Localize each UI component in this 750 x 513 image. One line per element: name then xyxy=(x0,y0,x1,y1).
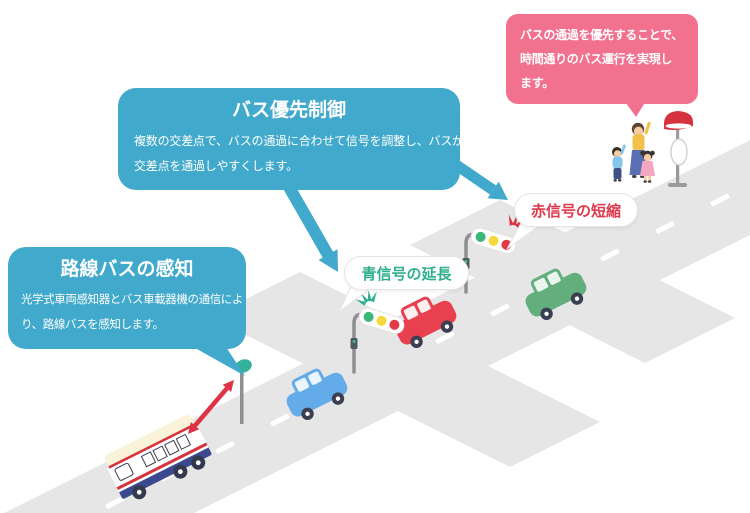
passenger-car-green xyxy=(525,268,587,321)
detection-link-arrow xyxy=(188,380,234,434)
bus-priority-control-title: バス優先制御 xyxy=(231,100,346,121)
result-line-3: ます。 xyxy=(520,76,554,90)
bus-stop-sign xyxy=(663,111,693,187)
result-line-1: バスの通過を優先することで、 xyxy=(520,28,683,42)
lane-dash xyxy=(270,413,290,427)
result-callout: バスの通過を優先することで、 時間通りのバス運行を実現し ます。 xyxy=(506,14,698,104)
red-signal-shortening-label: 赤信号の短縮 xyxy=(514,193,638,227)
child-passenger-blue xyxy=(612,144,626,182)
traffic-light-green-extended xyxy=(350,290,405,374)
lane-dash xyxy=(215,441,235,454)
bus-detection-title: 路線バスの感知 xyxy=(60,259,194,280)
bus-priority-line-1: 複数の交差点で、バスの通過に合わせて信号を調整し、バスが xyxy=(134,134,464,148)
bus-priority-line-2: 交差点を通過しやすくします。 xyxy=(134,159,298,173)
green-light-rays-icon xyxy=(355,290,377,306)
child-passenger-pink xyxy=(640,150,655,183)
lane-dash xyxy=(435,331,455,344)
waiting-passengers xyxy=(612,121,655,183)
cross-road-1 xyxy=(210,272,600,467)
bus-detection-line-1: 光学式車両感知器とバス車載器機の通信によ xyxy=(21,294,243,306)
lane-dash xyxy=(105,496,125,509)
bus-priority-control-callout: バス優先制御 複数の交差点で、バスの通過に合わせて信号を調整し、バスが 交差点を… xyxy=(118,88,464,190)
lane-dash xyxy=(600,248,620,262)
route-bus xyxy=(104,414,212,500)
bus-detection-line-2: り、路線バスを感知します。 xyxy=(21,319,164,331)
passenger-car-blue xyxy=(286,368,348,421)
lane-dash xyxy=(655,221,675,234)
passenger-car-red xyxy=(395,296,457,349)
detection-box-tail xyxy=(188,344,245,376)
result-line-2: 時間通りのバス運行を実現し xyxy=(520,52,673,66)
lane-dash xyxy=(710,193,730,207)
bus-detection-callout: 路線バスの感知 光学式車両感知器とバス車載器機の通信によ り、路線バスを感知しま… xyxy=(8,247,246,349)
lane-dash xyxy=(490,303,510,317)
green-signal-extension-label: 青信号の延長 xyxy=(344,256,469,290)
